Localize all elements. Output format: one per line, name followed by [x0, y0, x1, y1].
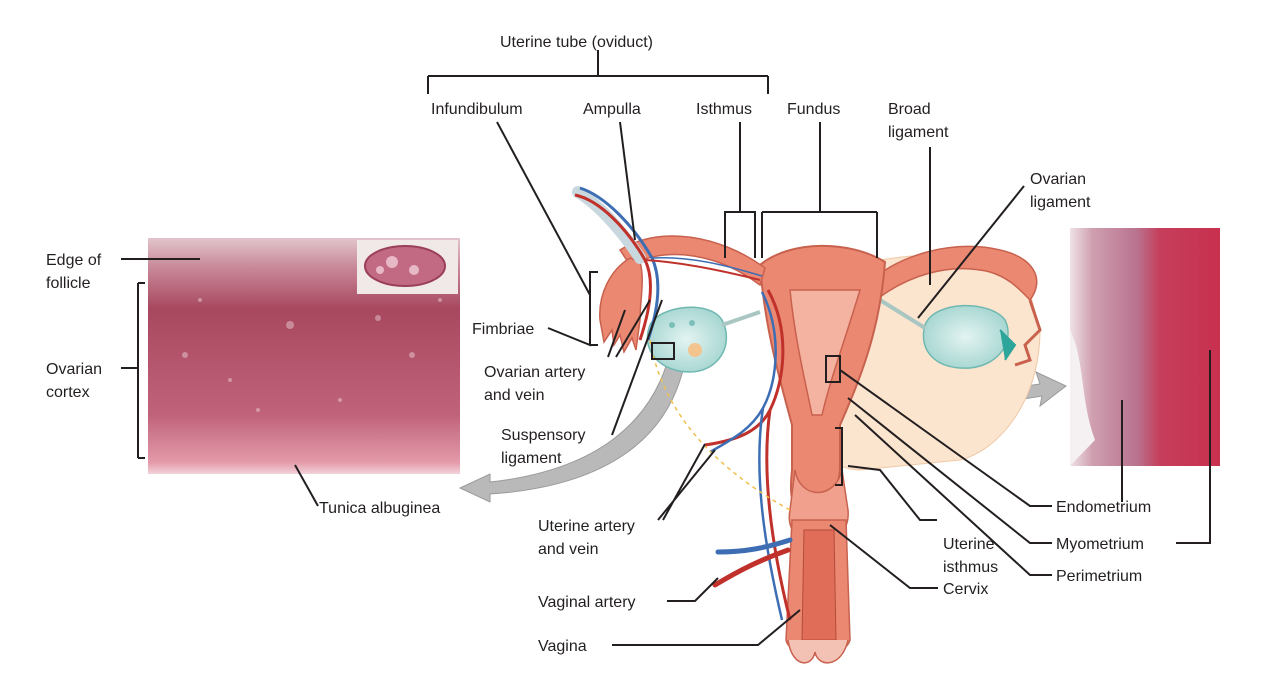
label-infundibulum: Infundibulum [431, 101, 523, 118]
label-uterine-artery-vein: Uterine artery and vein [538, 518, 639, 558]
uterine-wall-micrograph [1070, 228, 1220, 466]
labels: Uterine tube (oviduct) Infundibulum Ampu… [46, 34, 1151, 655]
label-myometrium: Myometrium [1056, 536, 1144, 553]
label-endometrium: Endometrium [1056, 499, 1151, 516]
label-suspensory-ligament: Suspensory ligament [501, 427, 590, 467]
leader-lines [121, 50, 1211, 646]
left-magnification-arrow [458, 359, 685, 503]
label-fimbriae: Fimbriae [472, 321, 534, 338]
uterine-wall-sample-box [825, 355, 841, 383]
label-tunica-albuginea: Tunica albuginea [319, 500, 440, 517]
uterine-vein [709, 291, 784, 621]
right-uterine-tube [859, 245, 1038, 307]
label-vaginal-artery: Vaginal artery [538, 594, 636, 611]
label-isthmus: Isthmus [696, 101, 752, 118]
ovarian-vein [579, 186, 660, 341]
micrograph-inset-ovary [364, 245, 446, 287]
ovarian-cortex-micrograph [148, 238, 460, 474]
label-perimetrium: Perimetrium [1056, 568, 1142, 585]
label-fundus: Fundus [787, 101, 840, 118]
ovarian-artery [574, 193, 652, 341]
uterine-artery [704, 289, 792, 621]
micrograph-right-lumen [1070, 330, 1095, 466]
vaginal-vein [715, 537, 793, 555]
label-ovarian-artery-vein: Ovarian artery and vein [484, 364, 590, 404]
uterus-anatomy [572, 186, 1042, 664]
label-ovarian-cortex: Ovarian cortex [46, 361, 106, 401]
right-ovary [922, 304, 1009, 369]
ovary-sample-box [651, 342, 675, 360]
left-uterine-tube [618, 235, 766, 287]
label-ovarian-ligament: Ovarian ligament [1030, 171, 1091, 211]
suspensory-ligament-band [572, 186, 646, 264]
label-cervix: Cervix [943, 581, 988, 598]
infundibulum-fimbriae [599, 257, 643, 355]
label-uterine-isthmus: Uterine isthmus [943, 536, 999, 576]
label-edge-of-follicle: Edge of follicle [46, 252, 106, 292]
label-vagina: Vagina [538, 638, 587, 655]
micrograph-right-image [1070, 228, 1220, 466]
label-uterine-tube: Uterine tube (oviduct) [500, 34, 653, 51]
vaginal-artery [712, 547, 791, 588]
label-broad-ligament: Broad ligament [888, 101, 949, 141]
left-ovary [646, 306, 728, 373]
micrograph-left-texture [182, 298, 442, 412]
uterine-cavity [789, 289, 862, 416]
label-ampulla: Ampulla [583, 101, 641, 118]
